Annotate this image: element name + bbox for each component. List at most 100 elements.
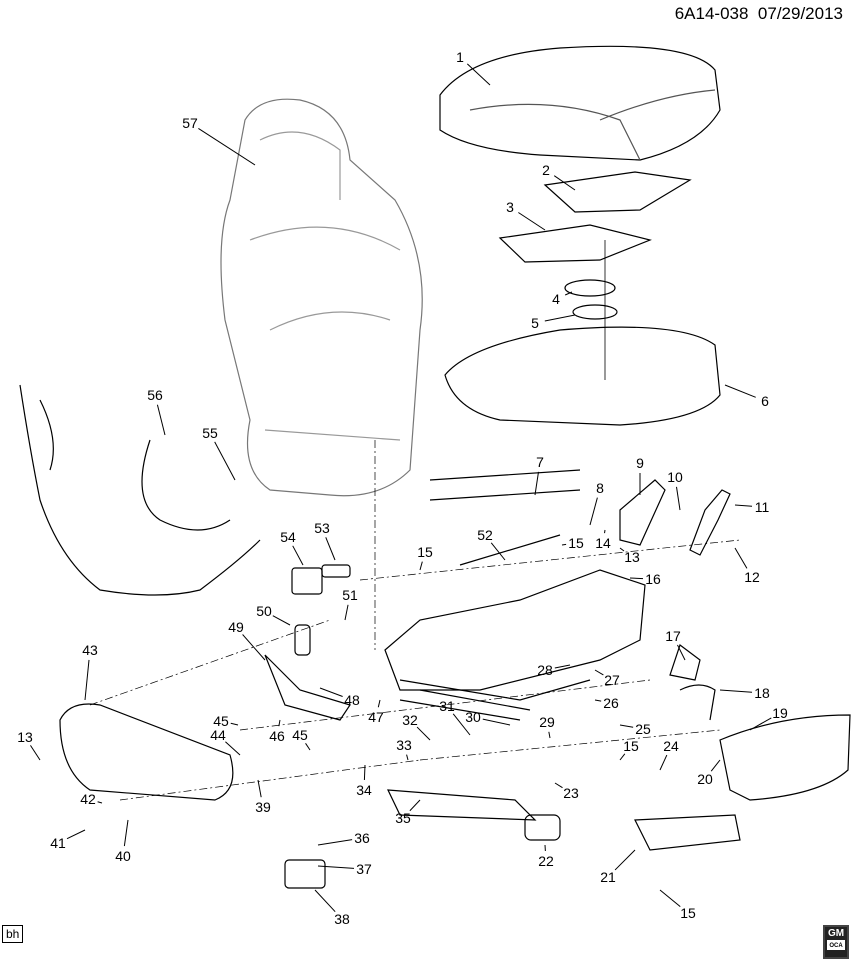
callout-54: 54 <box>280 529 296 545</box>
leader-line <box>553 175 576 191</box>
leader-line <box>278 719 281 727</box>
callout-34: 34 <box>356 782 372 798</box>
leader-line <box>214 441 236 481</box>
leader-line <box>97 801 103 804</box>
outer-shield <box>59 703 234 801</box>
rear-cover <box>669 644 701 681</box>
callout-45: 45 <box>213 713 229 729</box>
callout-3: 3 <box>506 199 514 215</box>
diagram-header: 6A14-038 07/29/2013 <box>675 4 843 24</box>
callout-47: 47 <box>368 709 384 725</box>
callout-14: 14 <box>595 535 611 551</box>
leader-line <box>377 699 381 708</box>
callout-9: 9 <box>636 455 644 471</box>
leader-line <box>406 754 409 761</box>
recliner-cover <box>619 479 666 546</box>
callout-17: 17 <box>665 628 681 644</box>
callout-12: 12 <box>744 569 760 585</box>
leader-line <box>619 753 626 761</box>
leader-line <box>629 577 644 580</box>
callout-30: 30 <box>465 709 481 725</box>
callout-43: 43 <box>82 642 98 658</box>
inner-shield <box>719 714 851 801</box>
leader-line <box>419 561 423 571</box>
callout-15: 15 <box>417 544 433 560</box>
seat-belt-buckle <box>689 489 731 556</box>
leader-line <box>710 759 721 772</box>
leader-line <box>319 687 343 697</box>
callout-26: 26 <box>603 695 619 711</box>
leader-line <box>198 128 256 166</box>
callout-49: 49 <box>228 619 244 635</box>
callout-18: 18 <box>754 685 770 701</box>
callout-13: 13 <box>624 549 640 565</box>
callout-22: 22 <box>538 853 554 869</box>
callout-10: 10 <box>667 469 683 485</box>
callout-13: 13 <box>17 729 33 745</box>
callout-56: 56 <box>147 387 163 403</box>
callout-40: 40 <box>115 848 131 864</box>
leader-line <box>314 889 336 913</box>
callout-45: 45 <box>292 727 308 743</box>
leader-line <box>659 889 681 908</box>
callout-23: 23 <box>563 785 579 801</box>
callout-20: 20 <box>697 771 713 787</box>
diagram-id: 6A14-038 <box>674 4 749 23</box>
callout-48: 48 <box>344 692 360 708</box>
leader-line <box>257 779 262 798</box>
callout-31: 31 <box>439 698 455 714</box>
callout-5: 5 <box>531 315 539 331</box>
end-cap <box>524 814 561 841</box>
leader-line <box>123 819 129 847</box>
callout-52: 52 <box>477 527 493 543</box>
leader-line <box>724 384 756 398</box>
leader-line <box>272 615 291 626</box>
leader-line <box>482 718 511 726</box>
leader-line <box>292 545 304 566</box>
leader-line <box>409 799 421 812</box>
leader-line <box>466 63 491 86</box>
callout-2: 2 <box>542 162 550 178</box>
callout-32: 32 <box>402 712 418 728</box>
callout-16: 16 <box>645 571 661 587</box>
switch-knob <box>321 564 351 578</box>
callout-7: 7 <box>536 454 544 470</box>
callout-33: 33 <box>396 737 412 753</box>
leader-line <box>554 782 563 789</box>
leader-line <box>363 764 366 781</box>
bracket-track-cover <box>387 789 537 821</box>
callout-15: 15 <box>568 535 584 551</box>
callout-8: 8 <box>596 480 604 496</box>
leader-line <box>156 404 166 436</box>
callout-28: 28 <box>537 662 553 678</box>
leader-line <box>554 664 571 669</box>
diagram-date: 07/29/2013 <box>757 4 843 23</box>
leader-line <box>518 212 546 231</box>
seat-back <box>220 98 423 497</box>
callout-39: 39 <box>255 799 271 815</box>
recliner-handle <box>291 567 323 595</box>
callout-36: 36 <box>354 830 370 846</box>
callout-46: 46 <box>269 728 285 744</box>
artist-code-box: bh <box>2 925 24 943</box>
cushion-heater-pad <box>543 171 692 213</box>
callout-24: 24 <box>663 738 679 754</box>
callout-27: 27 <box>604 672 620 688</box>
leader-line <box>66 829 86 840</box>
callout-15: 15 <box>623 738 639 754</box>
seat-adjuster-track <box>399 689 531 721</box>
drive-cable <box>459 534 561 566</box>
suspension-springs <box>429 469 581 501</box>
sensor-bracket <box>572 304 618 320</box>
callout-44: 44 <box>210 727 226 743</box>
leader-line <box>676 486 681 511</box>
callout-38: 38 <box>334 911 350 927</box>
seat-cushion-pad <box>444 326 721 426</box>
seat-frame <box>384 569 646 691</box>
leader-line <box>317 839 353 846</box>
leader-line <box>30 745 41 761</box>
callout-25: 25 <box>635 721 651 737</box>
leader-line <box>619 724 634 728</box>
lumbar-knob <box>294 624 311 656</box>
